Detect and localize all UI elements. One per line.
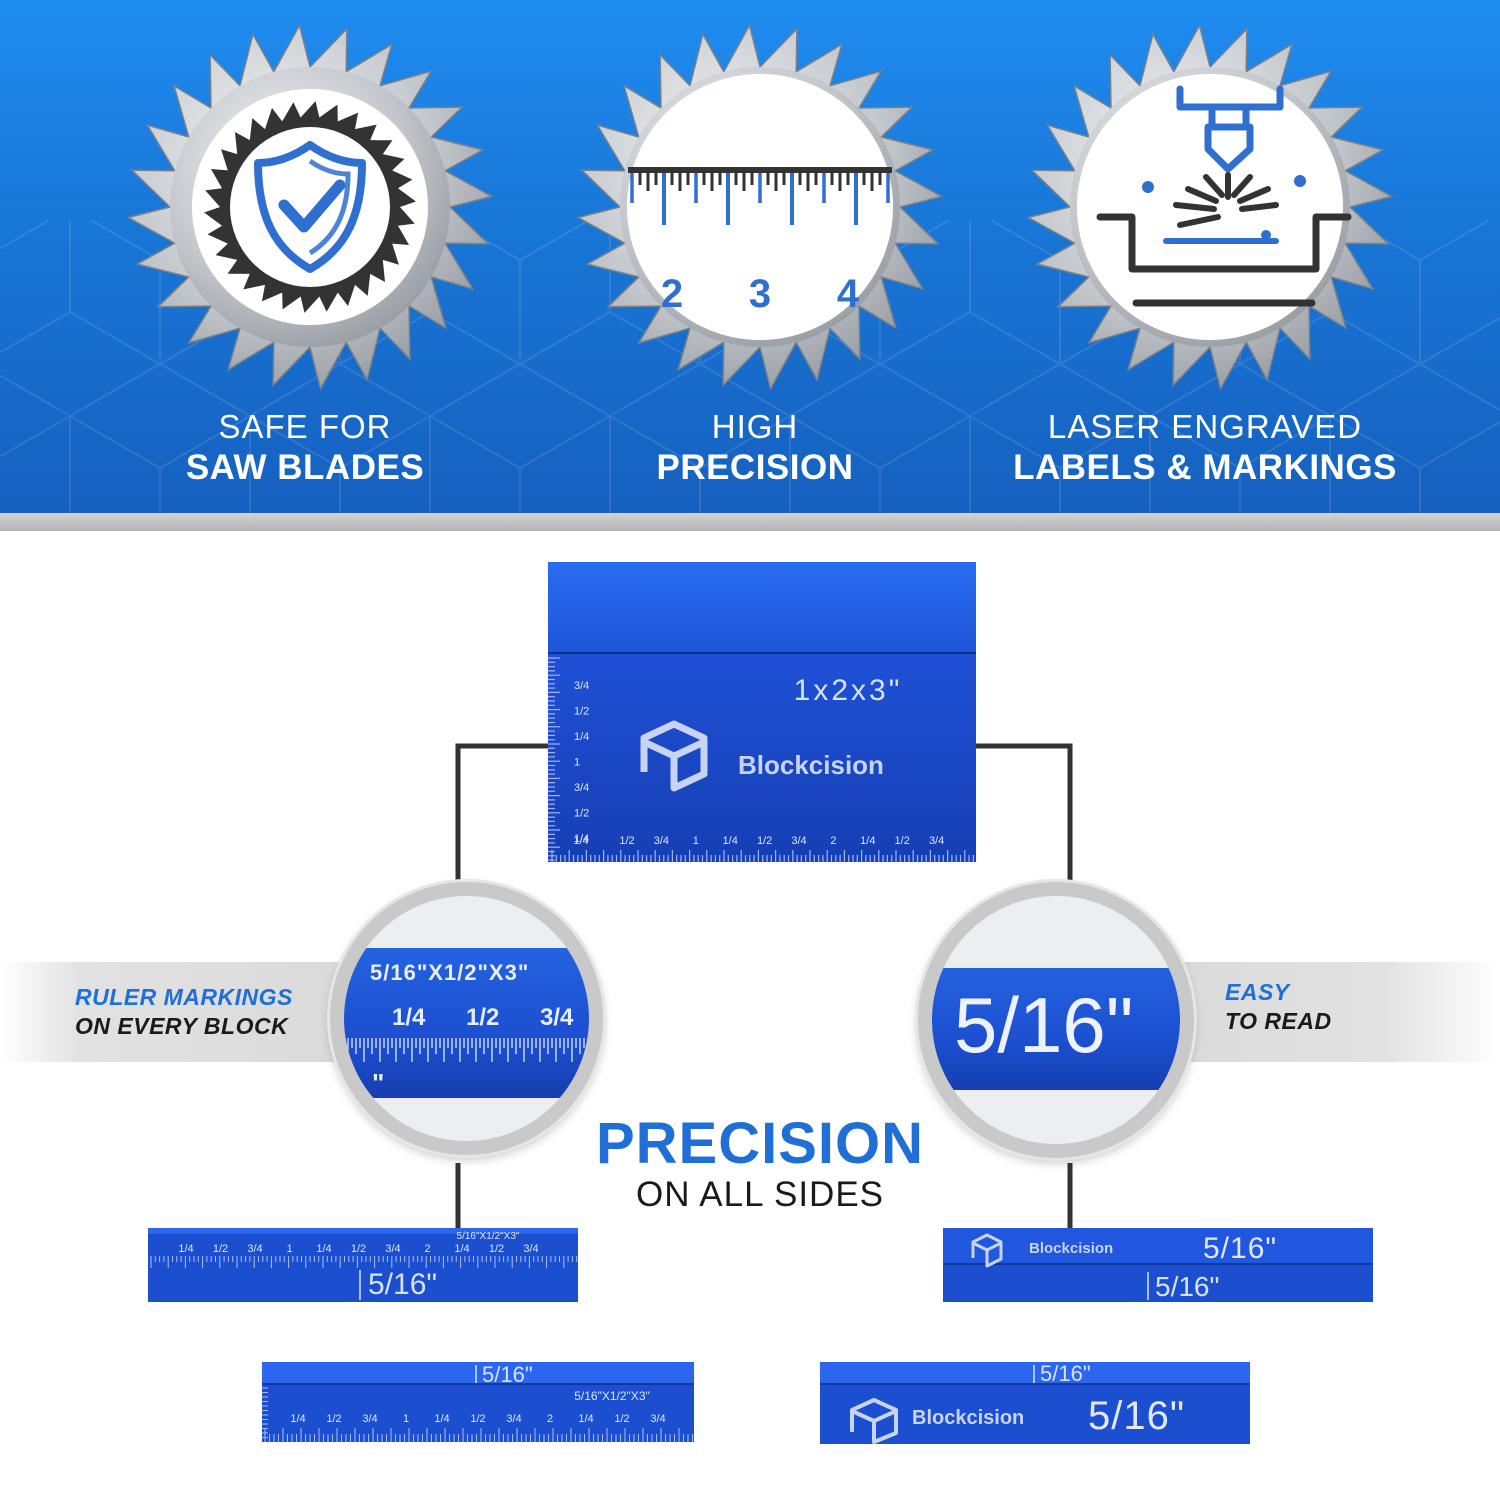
ruler-label: 1/4	[573, 835, 588, 847]
bar-thickness-label: 5/16"	[368, 1268, 437, 1301]
ruler-label: 3/4	[791, 835, 806, 847]
main-setup-block: 3/4 1/2 1/4 1 3/4 1/2 1/4 1/2 3/4 1 1/4 1/2 3/4 2 1/4…	[548, 562, 976, 862]
bar-thickness-label: 5/16"	[1155, 1271, 1219, 1302]
bar-block-brand-1: Blockcision 5/16" 5/16"	[943, 1228, 1373, 1302]
ruler-label: 1	[403, 1413, 409, 1425]
callout-line1: RULER MARKINGS	[75, 984, 293, 1010]
bar-block-ruler-1: 1/4 1/2 3/4 1 1/4 1/2 3/4 2 1/4 1/2 3/4 5/16"X1/2"…	[148, 1228, 578, 1302]
lens-thickness-label: 5/16"	[954, 981, 1134, 1069]
bar-label: 5/16"	[1203, 1232, 1277, 1265]
feature-caption-line1: LASER ENGRAVED	[1047, 408, 1363, 445]
feature-high-precision: 2 3 4 HIGH PRECISION	[535, 0, 975, 515]
saw-blade-icon	[126, 23, 494, 391]
ruler-label: 2	[547, 1413, 553, 1425]
ruler-number: 2	[661, 272, 683, 316]
shield-check-icon	[254, 141, 366, 273]
ruler-label: 1	[693, 835, 699, 847]
brand-name: Blockcision	[1029, 1240, 1113, 1257]
ruler-label: 2	[830, 835, 836, 847]
ruler-label: 1/4	[723, 835, 738, 847]
blockcision-logo-icon	[850, 1398, 898, 1444]
ruler-label: 3/4	[247, 1243, 262, 1255]
ruler-label: 1/4	[434, 1413, 449, 1425]
callout-line2: ON EVERY BLOCK	[75, 1013, 289, 1039]
ruler-label: 3/4	[385, 1243, 400, 1255]
lens-tick-label: 1/2	[466, 1004, 500, 1031]
ruler-label: 3/4	[574, 782, 589, 794]
bar-size-label: 5/16"X1/2"X3"	[574, 1389, 650, 1403]
banner-divider	[0, 513, 1500, 531]
bar-size-label: 5/16"X1/2"X3"	[457, 1231, 520, 1242]
ruler-label: 1/2	[574, 808, 589, 820]
ruler-label: 1/2	[489, 1243, 504, 1255]
feature-caption-line2: PRECISION	[656, 448, 854, 487]
headline-title: PRECISION	[595, 1111, 925, 1176]
bar-thickness-label: 5/16"	[1040, 1362, 1091, 1386]
blockcision-logo-icon	[971, 1233, 1003, 1268]
lens-edge-mark: "	[372, 1068, 385, 1098]
bar-thickness-label: 5/16"	[482, 1362, 533, 1387]
ruler-label: 1	[574, 757, 580, 769]
ruler-label: 3/4	[506, 1413, 521, 1425]
bar-block-ruler-2: 1/4 1/2 3/4 1 1/4 1/2 3/4 2 1/4 1/2 3/4 5/16" 5/16…	[262, 1362, 694, 1442]
feature-caption-line1: HIGH	[711, 408, 799, 445]
ruler-label: 1/2	[470, 1413, 485, 1425]
precision-headline: PRECISION ON ALL SIDES	[560, 1113, 960, 1215]
ruler-label: 1/4	[290, 1413, 305, 1425]
ruler-label: 1/4	[316, 1243, 331, 1255]
ruler-label: 1/4	[578, 1413, 593, 1425]
ruler-label: 1/2	[574, 706, 589, 718]
brand-name: Blockcision	[738, 750, 884, 780]
ruler-label: 1/4	[574, 833, 589, 845]
ruler-number: 3	[749, 272, 771, 316]
ruler-label: 1/4	[574, 731, 589, 743]
saw-blade-icon: 2 3 4	[576, 23, 944, 391]
ruler-label: 1/2	[619, 835, 634, 847]
callout-ruler-markings: RULER MARKINGS ON EVERY BLOCK	[75, 983, 293, 1041]
ruler-number: 4	[837, 272, 860, 316]
blockcision-logo-icon	[640, 720, 708, 792]
ruler-label: 1/2	[757, 835, 772, 847]
laser-engraving-icon	[1096, 85, 1352, 307]
feature-caption-line2: SAW BLADES	[185, 448, 425, 487]
ruler-label: 3/4	[929, 835, 944, 847]
ruler-label: 1/2	[614, 1413, 629, 1425]
lens-size-label: 5/16"X1/2"X3"	[370, 960, 530, 985]
feature-safe-for-saw-blades: SAFE FOR SAW BLADES	[85, 0, 525, 515]
lens-tick-label: 3/4	[540, 1004, 574, 1031]
callout-easy-to-read: EASY TO READ	[1225, 978, 1332, 1036]
bar-block-brand-2: 5/16" Blockcision 5/16"	[820, 1362, 1250, 1444]
ruler-label: 1/2	[213, 1243, 228, 1255]
ruler-icon: 2 3 4	[628, 167, 892, 316]
feature-banner: SAFE FOR SAW BLADES 2 3 4 HIGH PRECISION	[0, 0, 1500, 515]
saw-blade-icon	[1026, 23, 1394, 391]
ruler-label: 1/4	[178, 1243, 193, 1255]
brand-name: Blockcision	[912, 1407, 1024, 1429]
feature-caption-line2: LABELS & MARKINGS	[1013, 448, 1397, 487]
ruler-label: 1/2	[326, 1413, 341, 1425]
ruler-label: 3/4	[523, 1243, 538, 1255]
ruler-label: 3/4	[574, 680, 589, 692]
lens-tick-label: 1/4	[392, 1004, 426, 1031]
feature-laser-engraved: LASER ENGRAVED LABELS & MARKINGS	[985, 0, 1425, 515]
feature-caption-line1: SAFE FOR	[218, 408, 392, 445]
ruler-label: 3/4	[362, 1413, 377, 1425]
ruler-label: 3/4	[650, 1413, 665, 1425]
ruler-label: 1	[286, 1243, 292, 1255]
ruler-label: 1/4	[860, 835, 875, 847]
ruler-label: 2	[424, 1243, 430, 1255]
bar-label: 5/16"	[1088, 1394, 1185, 1438]
block-size-label: 1x2x3"	[794, 674, 903, 707]
ruler-label: 3/4	[654, 835, 669, 847]
callout-line1: EASY	[1225, 979, 1290, 1005]
ruler-label: 1/2	[895, 835, 910, 847]
headline-subtitle: ON ALL SIDES	[635, 1175, 885, 1214]
callout-line2: TO READ	[1225, 1008, 1332, 1034]
ruler-label: 1/4	[454, 1243, 469, 1255]
ruler-label: 1/2	[351, 1243, 366, 1255]
